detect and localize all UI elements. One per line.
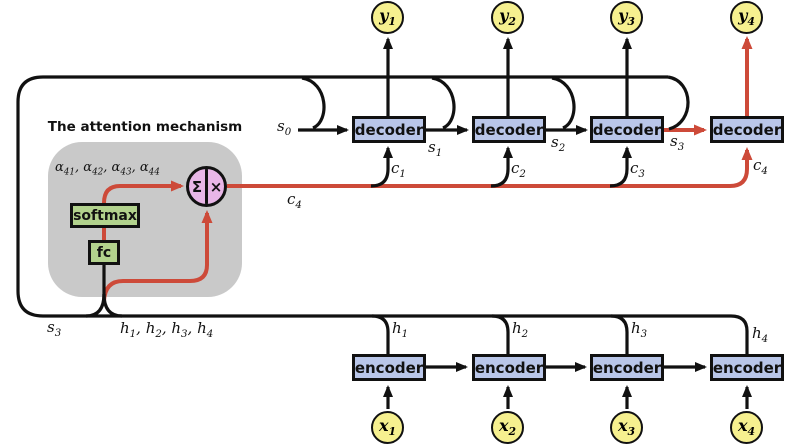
s1-label: s1 [428, 138, 443, 159]
output-node-y2: y2 [491, 1, 524, 34]
context-c4-bus [227, 147, 753, 188]
s0-label: s0 [277, 117, 292, 138]
alpha-weights-label: α41, α42, α43, α44 [55, 160, 160, 178]
multiply-symbol: × [209, 177, 223, 196]
h3-label: h3 [631, 319, 648, 340]
hidden-to-multiply-arrow [102, 210, 213, 302]
sum-multiply-node: Σ × [186, 166, 227, 207]
c3-riser-arrow [609, 146, 632, 188]
softmax-box: softmax [70, 203, 140, 228]
input-node-x4: x4 [730, 411, 763, 444]
state-hop-connector-s1 [431, 76, 456, 130]
s2-label: s2 [551, 133, 566, 154]
hidden-bus-label: h1, h2, h3, h4 [120, 319, 214, 340]
h1-label: h1 [392, 319, 409, 340]
s3-label: s3 [670, 132, 685, 153]
black-paths [16, 37, 752, 409]
state-feedback-and-hidden-bus [16, 75, 749, 354]
c4-input-label: c4 [753, 156, 768, 177]
output-node-y1: y1 [371, 1, 404, 34]
c3-label: c3 [630, 159, 645, 180]
encoder1-box: encoder [352, 354, 426, 381]
output-node-y4: y4 [730, 1, 763, 34]
c1-label: c1 [391, 159, 406, 180]
encoder4-box: encoder [710, 354, 784, 381]
h2-riser [491, 314, 510, 354]
fc-box: fc [88, 240, 120, 265]
softmax-to-sum-arrow [102, 180, 184, 204]
output-node-y3: y3 [610, 1, 643, 34]
decoder4-box: decoder [710, 116, 784, 143]
c2-label: c2 [511, 159, 526, 180]
encoder3-box: encoder [590, 354, 664, 381]
decoder3-box: decoder [590, 116, 664, 143]
junction-fillet-right [102, 293, 123, 318]
decoder2-box: decoder [472, 116, 546, 143]
junction-fillet-left [85, 293, 106, 318]
state-hop-connector-s0 [301, 76, 326, 130]
h3-riser [610, 314, 629, 354]
s3-feedback-label: s3 [47, 318, 62, 339]
attention-red-paths [102, 36, 753, 302]
state-hop-connector-s2 [551, 76, 576, 130]
input-node-x1: x1 [371, 411, 404, 444]
c2-riser-arrow [490, 146, 513, 188]
c1-riser-arrow [370, 146, 393, 188]
bus-end-hook [667, 75, 690, 131]
h1-riser [371, 314, 390, 354]
sum-symbol: Σ [189, 169, 208, 204]
attention-title: The attention mechanism [47, 119, 243, 135]
decoder1-box: decoder [352, 116, 426, 143]
h4-label: h4 [752, 324, 769, 345]
input-node-x2: x2 [491, 411, 524, 444]
encoder2-box: encoder [472, 354, 546, 381]
c4-bus-label: c4 [287, 190, 302, 211]
input-node-x3: x3 [610, 411, 643, 444]
h2-label: h2 [512, 319, 529, 340]
